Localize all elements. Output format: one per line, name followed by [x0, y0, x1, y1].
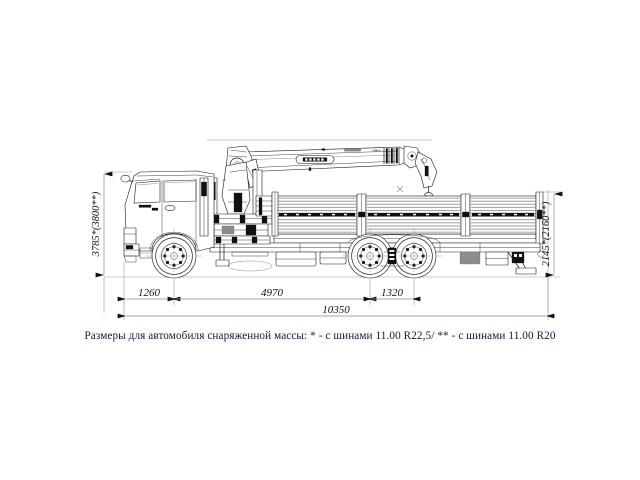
outriggers [213, 235, 273, 272]
dimension-label-wheelbase: 4970 [261, 287, 284, 299]
drawing-caption: Размеры для автомобиля снаряженной массы… [84, 330, 556, 342]
bed-panel-3 [469, 194, 537, 240]
chassis-frame [209, 235, 545, 275]
rear-underrun-bar [507, 250, 545, 275]
dimension-overall-length: 10350 [117, 278, 555, 320]
dimension-row-axles: 1260 4970 1320 [117, 262, 421, 305]
rear-wheel-1 [342, 228, 398, 284]
bed-panel-1 [276, 195, 358, 235]
crane-column [221, 161, 251, 215]
crane-decal [295, 155, 335, 164]
tandem-suspension [380, 247, 404, 267]
front-bumper [123, 227, 140, 263]
dimension-label-platform-height: 2145*(2160**) [541, 201, 552, 266]
dimension-label-front-overhang: 1260 [138, 287, 161, 299]
cab-mirror [120, 174, 134, 183]
dimension-platform-height: 2145*(2160**) [540, 191, 563, 278]
wheels [146, 228, 442, 284]
truck-cab [120, 170, 215, 263]
boom-telescopic-joints [383, 147, 400, 164]
bed-panel-2 [365, 195, 462, 235]
dimension-label-overall-length: 10350 [322, 304, 350, 316]
crane-base-frame [207, 213, 273, 237]
crane-control-station [255, 195, 273, 217]
dimension-overall-height: 3785*(3800**) [91, 171, 132, 278]
underbody-equipment [275, 251, 525, 267]
dimension-label-rear-axle-spread: 1320 [381, 287, 404, 299]
front-wheel [146, 228, 202, 284]
dimension-label-overall-height: 3785*(3800**) [91, 191, 102, 257]
